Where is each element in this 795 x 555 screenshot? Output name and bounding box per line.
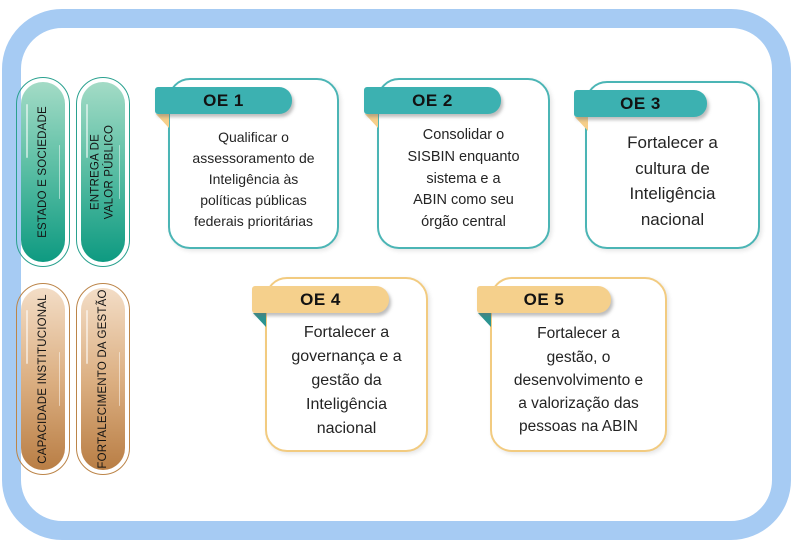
objective-ribbon: OE 2 xyxy=(364,87,501,114)
objective-card-oe5: OE 5 Fortalecer a gestão, o desenvolvime… xyxy=(477,277,667,452)
perspective-pill-estado-e-sociedade: ESTADO E SOCIEDADE xyxy=(16,77,76,267)
objective-ribbon: OE 5 xyxy=(477,286,611,313)
objective-card-oe4: OE 4 Fortalecer a governança e a gestão … xyxy=(252,277,428,452)
pill-fill xyxy=(21,288,65,470)
objective-ribbon: OE 3 xyxy=(574,90,707,117)
pill-fill xyxy=(81,288,125,470)
pill-fill xyxy=(81,82,125,262)
objective-ribbon: OE 4 xyxy=(252,286,389,313)
objective-card-oe2: OE 2 Consolidar o SISBIN enquanto sistem… xyxy=(364,78,550,249)
perspective-label: ENTREGA DE VALOR PÚBLICO xyxy=(89,124,116,220)
pill-fill xyxy=(21,82,65,262)
perspective-label: FORTALECIMENTO DA GESTÃO xyxy=(96,289,109,469)
perspective-label: CAPACIDADE INSTITUCIONAL xyxy=(36,294,49,464)
objective-text: Qualificar o assessoramento de Inteligên… xyxy=(192,129,315,229)
objective-card-oe3: OE 3 Fortalecer a cultura de Inteligênci… xyxy=(574,81,760,249)
objective-card-oe1: OE 1 Qualificar o assessoramento de Inte… xyxy=(155,78,339,249)
objective-text: Fortalecer a cultura de Inteligência nac… xyxy=(627,133,718,229)
perspective-pill-entrega-de-valor-publico: ENTREGA DE VALOR PÚBLICO xyxy=(76,77,136,267)
perspective-pill-fortalecimento-da-gestao: FORTALECIMENTO DA GESTÃO xyxy=(76,283,136,475)
objective-text: Consolidar o SISBIN enquanto sistema e a… xyxy=(407,127,520,231)
objective-ribbon: OE 1 xyxy=(155,87,292,114)
perspective-pill-capacidade-institucional: CAPACIDADE INSTITUCIONAL xyxy=(16,283,76,475)
perspective-label: ESTADO E SOCIEDADE xyxy=(36,106,49,238)
objective-text: Fortalecer a governança e a gestão da In… xyxy=(291,323,402,437)
objective-text: Fortalecer a gestão, o desenvolvimento e… xyxy=(513,325,644,436)
